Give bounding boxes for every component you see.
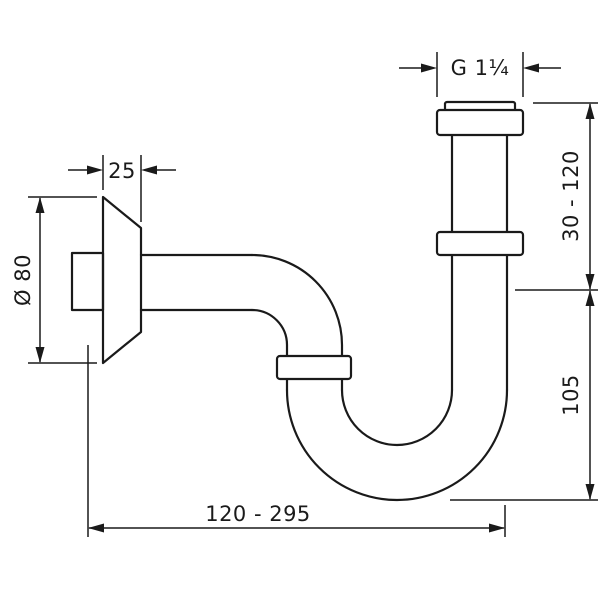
dim-thread-extension-lines: [436, 52, 524, 97]
arrowhead-down-icon: [35, 347, 45, 363]
arrowhead-left-icon: [141, 165, 157, 175]
arrowhead-down-icon: [585, 484, 595, 500]
trap-outline: [70, 133, 509, 502]
elbow-outer-edge: [250, 253, 344, 392]
riser-union-nut: [435, 230, 525, 257]
arrowhead-up-icon: [585, 103, 595, 119]
dim-label-inlet-height-range: 30 - 120: [559, 150, 583, 242]
dim-label-flange-depth: 25: [108, 159, 136, 183]
dim-label-thread-size: G 1¼: [451, 56, 510, 80]
arrowhead-up-icon: [585, 290, 595, 306]
union-nuts: [275, 100, 525, 381]
arrowhead-right-icon: [87, 165, 103, 175]
dim-label-trap-height: 105: [559, 374, 583, 416]
wall-flange: [101, 195, 143, 365]
arrowhead-left-icon: [523, 63, 539, 73]
arrowhead-right-icon: [489, 523, 505, 533]
dim-inlet-height-range: 30 - 120: [515, 102, 598, 291]
dim-flange-depth: 25: [68, 155, 176, 222]
dim-flange-depth-extension-lines: [102, 155, 142, 222]
elbow-union-nut: [275, 354, 353, 381]
dim-trap-height: 105: [450, 290, 598, 501]
dim-flange-diameter-extension-lines: [28, 196, 97, 364]
inlet-union-nut: [435, 108, 525, 137]
dim-label-reach-range: 120 - 295: [205, 502, 311, 526]
elbow-inner-edge: [250, 308, 289, 392]
dim-label-flange-diameter: Ø 80: [11, 254, 35, 306]
dim-reach-extension-lines: [87, 345, 506, 537]
arrowhead-up-icon: [35, 197, 45, 213]
u-bend-inner-edge: [340, 388, 454, 447]
dim-reach-range: 120 - 295: [87, 345, 506, 537]
arrowhead-right-icon: [421, 63, 437, 73]
arrowhead-down-icon: [585, 274, 595, 290]
dim-flange-diameter: Ø 80: [11, 196, 97, 364]
dim-thread-size: G 1¼: [399, 52, 561, 97]
dim-inlet-extension-lines: [515, 102, 598, 291]
u-bend-outer-edge: [285, 388, 509, 502]
arrowhead-left-icon: [88, 523, 104, 533]
wall-pipe-stub: [70, 251, 105, 312]
